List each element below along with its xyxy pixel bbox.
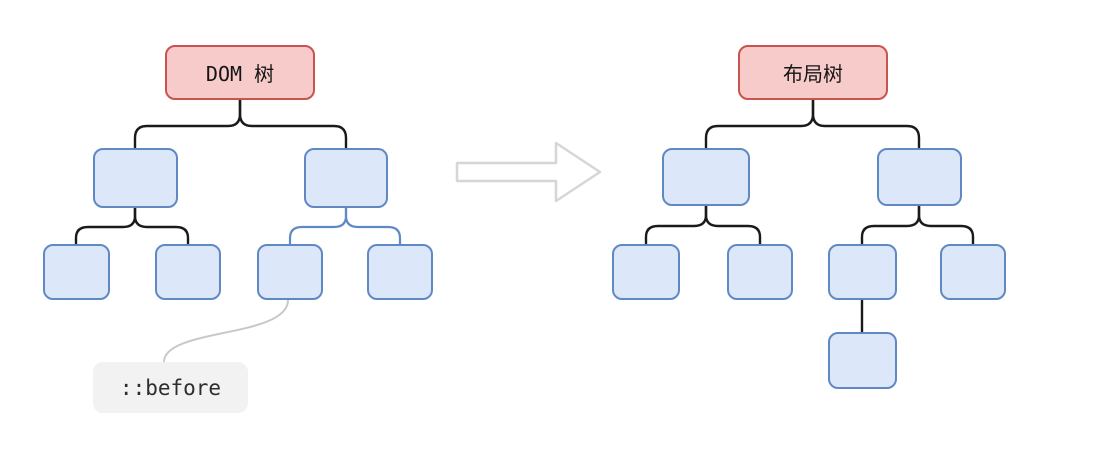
dom-tree-child-2 [304, 148, 388, 208]
layout-tree-leaf-2 [727, 244, 793, 300]
dom-tree-leaf-3 [257, 244, 323, 300]
layout-tree-connectors [644, 98, 975, 334]
pseudo-element-label: ::before [119, 375, 222, 400]
layout-tree-leaf-3 [828, 244, 897, 300]
layout-tree-root-node: 布局树 [738, 45, 888, 100]
dom-tree-leaf-1 [43, 244, 110, 300]
pseudo-element-connector [163, 299, 289, 363]
dom-tree-leaf-4 [367, 244, 433, 300]
layout-tree-leaf-1 [612, 244, 680, 300]
dom-tree-connectors [74, 98, 348, 246]
pseudo-element-chip: ::before [93, 362, 248, 413]
layout-tree-pseudo-box [828, 332, 897, 389]
transform-arrow-icon [455, 141, 602, 203]
layout-tree-child-1 [662, 148, 750, 206]
dom-tree-blue-connectors [288, 206, 402, 246]
layout-tree-leaf-4 [940, 244, 1006, 300]
layout-tree-root-label: 布局树 [783, 62, 843, 86]
dom-tree-leaf-2 [155, 244, 221, 300]
dom-tree-child-1 [93, 148, 178, 208]
dom-tree-root-label: DOM 树 [205, 62, 275, 86]
dom-tree-root-node: DOM 树 [165, 45, 315, 100]
layout-tree-child-2 [877, 148, 962, 206]
